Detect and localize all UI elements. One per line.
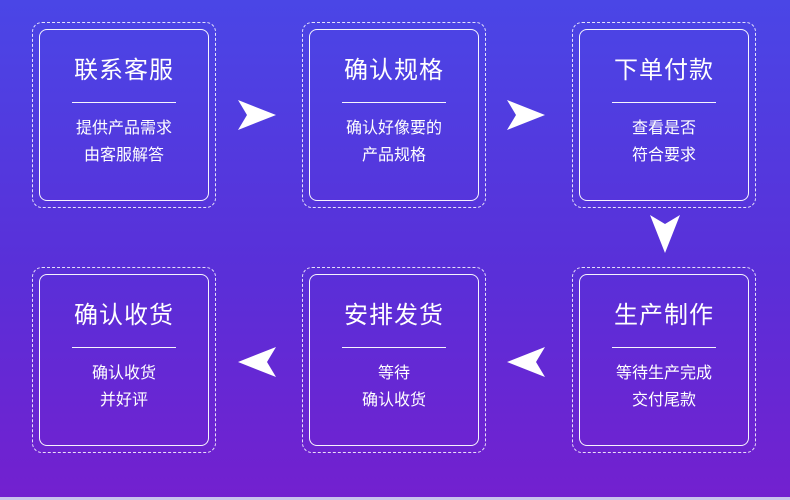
step-confirm-spec: 确认规格 确认好像要的 产品规格 xyxy=(302,22,486,208)
step-card: 确认规格 确认好像要的 产品规格 xyxy=(309,29,479,201)
step-title: 下单付款 xyxy=(614,56,714,84)
arrow-left-icon xyxy=(238,347,276,377)
step-card: 确认收货 确认收货 并好评 xyxy=(39,274,209,446)
step-contact-service: 联系客服 提供产品需求 由客服解答 xyxy=(32,22,216,208)
step-arrange-shipping: 安排发货 等待 确认收货 xyxy=(302,267,486,453)
step-description-line: 等待 xyxy=(377,363,410,382)
divider xyxy=(342,102,446,103)
step-card: 安排发货 等待 确认收货 xyxy=(309,274,479,446)
arrow-down-icon xyxy=(650,215,680,253)
step-card: 联系客服 提供产品需求 由客服解答 xyxy=(39,29,209,201)
bottom-divider xyxy=(0,497,790,500)
step-description-line: 确认好像要的 xyxy=(345,118,442,137)
divider xyxy=(72,347,176,348)
step-description-line: 由客服解答 xyxy=(83,145,164,164)
step-description-line: 确认收货 xyxy=(361,390,426,409)
step-description: 查看是否 符合要求 xyxy=(580,114,748,168)
step-description-line: 提供产品需求 xyxy=(75,118,172,137)
arrow-left-icon xyxy=(507,347,545,377)
step-description: 提供产品需求 由客服解答 xyxy=(40,114,208,168)
step-title: 确认收货 xyxy=(74,301,174,329)
divider xyxy=(612,347,716,348)
step-order-payment: 下单付款 查看是否 符合要求 xyxy=(572,22,756,208)
step-description-line: 并好评 xyxy=(99,390,148,409)
step-description-line: 等待生产完成 xyxy=(615,363,712,382)
step-title: 联系客服 xyxy=(74,56,174,84)
step-title: 生产制作 xyxy=(614,301,714,329)
step-description-line: 查看是否 xyxy=(631,118,696,137)
step-description-line: 确认收货 xyxy=(91,363,156,382)
step-title: 确认规格 xyxy=(344,56,444,84)
divider xyxy=(612,102,716,103)
arrow-right-icon xyxy=(238,100,276,130)
step-description: 确认好像要的 产品规格 xyxy=(310,114,478,168)
step-production: 生产制作 等待生产完成 交付尾款 xyxy=(572,267,756,453)
step-title: 安排发货 xyxy=(344,301,444,329)
step-card: 生产制作 等待生产完成 交付尾款 xyxy=(579,274,749,446)
step-description: 确认收货 并好评 xyxy=(40,359,208,413)
step-description-line: 符合要求 xyxy=(631,145,696,164)
arrow-right-icon xyxy=(507,100,545,130)
step-confirm-receipt: 确认收货 确认收货 并好评 xyxy=(32,267,216,453)
divider xyxy=(342,347,446,348)
divider xyxy=(72,102,176,103)
step-description-line: 交付尾款 xyxy=(631,390,696,409)
step-description: 等待 确认收货 xyxy=(310,359,478,413)
step-card: 下单付款 查看是否 符合要求 xyxy=(579,29,749,201)
step-description-line: 产品规格 xyxy=(361,145,426,164)
step-description: 等待生产完成 交付尾款 xyxy=(580,359,748,413)
